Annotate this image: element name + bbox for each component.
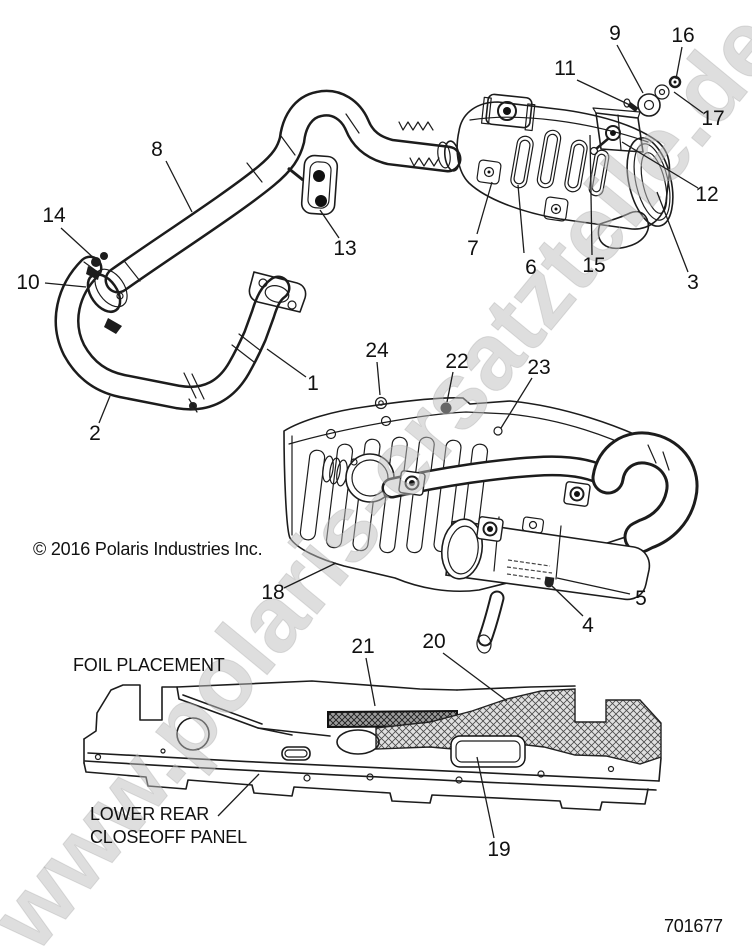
panel-small-holes — [94, 748, 615, 784]
front-pipe-inner — [57, 258, 288, 409]
leader-1 — [266, 348, 307, 378]
leader-17 — [673, 91, 704, 114]
exhaust-spring — [398, 121, 434, 131]
callout-7: 7 — [467, 237, 479, 260]
leader-closeoff-label — [217, 773, 260, 817]
callout-23: 23 — [527, 356, 550, 379]
callout-17: 17 — [701, 107, 724, 130]
muffler-top-mount — [480, 93, 536, 132]
callout-12: 12 — [695, 183, 718, 206]
head-pipe-inner — [107, 92, 459, 291]
closeoff-panel-label-line1: LOWER REAR — [90, 804, 209, 824]
exhaust-spring — [409, 157, 440, 167]
muffler-end-cap — [626, 137, 674, 227]
closeoff-panel-label-line2: CLOSEOFF PANEL — [90, 827, 247, 847]
head-pipe-assembly — [54, 89, 462, 413]
leader-18 — [283, 562, 337, 589]
callout-22: 22 — [445, 350, 468, 373]
closeoff-panel-assembly — [83, 680, 662, 811]
leader-5 — [556, 577, 631, 595]
leader-6 — [517, 184, 525, 254]
washer-24 — [374, 396, 388, 410]
bolt-22 — [440, 402, 452, 414]
callout-1: 1 — [307, 372, 319, 395]
pipe-clamp-2 — [183, 372, 205, 413]
callout-15: 15 — [582, 254, 605, 277]
callout-numbers: 1 2 3 4 5 6 7 8 9 10 11 12 13 14 15 16 1… — [16, 22, 724, 861]
leader-20 — [442, 652, 508, 702]
panel-oval-hole — [336, 729, 380, 755]
muffler-fin — [597, 210, 650, 249]
leader-19 — [476, 756, 495, 839]
muffler-assembly — [398, 75, 682, 249]
callout-13: 13 — [333, 237, 356, 260]
pipe-clamp-mounts — [398, 470, 591, 542]
leader-11 — [576, 79, 633, 107]
callout-19: 19 — [487, 838, 510, 861]
callout-3: 3 — [687, 271, 699, 294]
drawing-number: 701677 — [664, 916, 723, 936]
callout-20: 20 — [422, 630, 445, 653]
rear-silencer-assembly — [381, 431, 699, 654]
text-labels: © 2016 Polaris Industries Inc. FOIL PLAC… — [33, 539, 723, 936]
leader-2 — [98, 395, 111, 424]
washer-16 — [668, 75, 682, 89]
leader-22 — [446, 371, 454, 403]
bolt-12 — [605, 125, 621, 141]
leader-8 — [165, 160, 193, 213]
callout-5: 5 — [635, 587, 647, 610]
muffler-bolt-pad — [476, 159, 569, 222]
outlet-bracket — [589, 75, 682, 156]
callout-11: 11 — [554, 57, 576, 80]
callout-10: 10 — [16, 271, 39, 294]
silencer-inlet — [440, 518, 484, 580]
panel-outline — [83, 680, 662, 811]
leader-9 — [616, 44, 644, 94]
front-pipe-rings — [231, 333, 262, 363]
copyright-text: © 2016 Polaris Industries Inc. — [33, 539, 262, 559]
leader-15 — [589, 134, 593, 256]
exhaust-flange — [248, 271, 307, 313]
callout-14: 14 — [42, 204, 66, 227]
muffler-louvers — [510, 129, 610, 197]
callout-6: 6 — [525, 256, 537, 279]
washer-9 — [637, 93, 661, 117]
warning-label — [506, 559, 553, 580]
leader-21 — [365, 657, 376, 707]
hole-23 — [493, 426, 503, 436]
drain-bolt-4 — [544, 578, 554, 588]
callout-18: 18 — [261, 581, 284, 604]
leader-24 — [376, 361, 381, 396]
callout-24: 24 — [365, 339, 389, 362]
callout-9: 9 — [609, 22, 621, 45]
leader-23 — [500, 377, 533, 429]
leader-16 — [675, 46, 683, 80]
mount-bracket-13 — [287, 154, 339, 216]
leader-13 — [319, 209, 340, 239]
leader-10 — [44, 282, 87, 288]
v-band-clamp — [83, 252, 128, 334]
panel-edge-19 — [450, 735, 526, 768]
callout-8: 8 — [151, 138, 163, 161]
callout-21: 21 — [351, 635, 374, 658]
leader-lines — [44, 44, 704, 839]
callout-16: 16 — [671, 24, 694, 47]
leader-14 — [60, 227, 98, 262]
callout-4: 4 — [582, 614, 594, 637]
callout-2: 2 — [89, 422, 101, 445]
leader-12 — [621, 141, 699, 189]
pipe-collar-rings — [124, 113, 360, 282]
leader-4 — [551, 585, 584, 617]
leader-3 — [656, 191, 689, 273]
foil-placement-label: FOIL PLACEMENT — [73, 655, 225, 675]
leader-7 — [476, 181, 493, 235]
